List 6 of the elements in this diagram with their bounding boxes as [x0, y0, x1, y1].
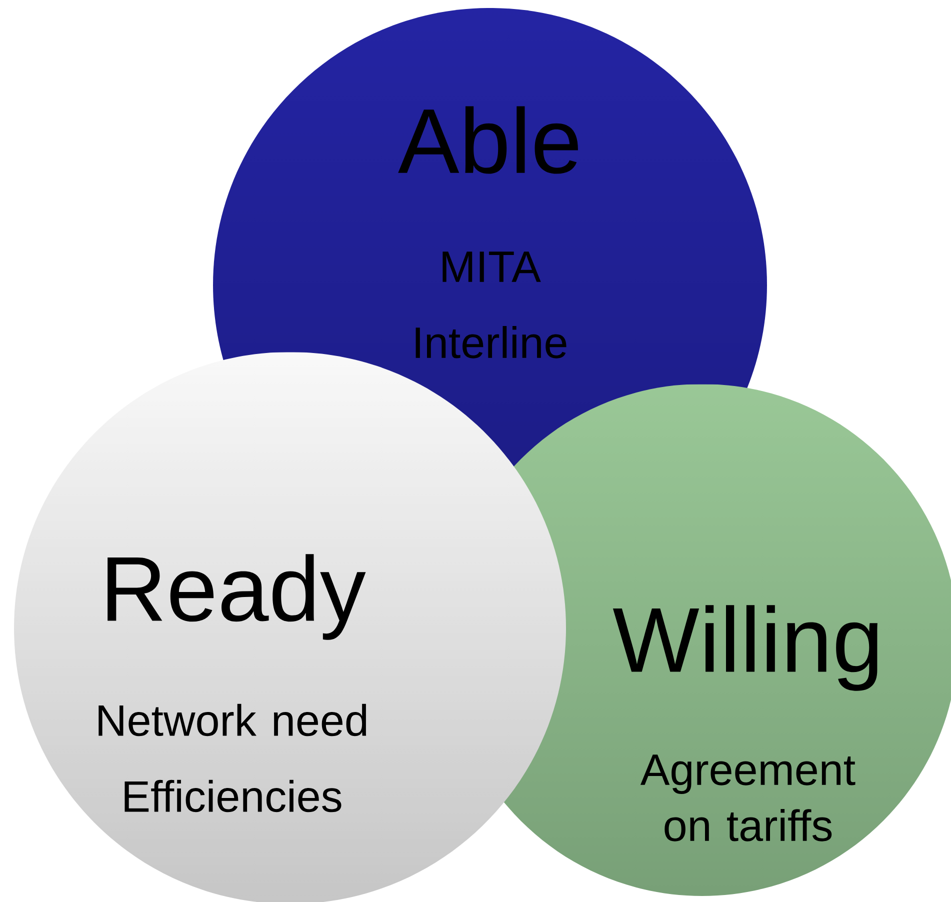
heading: Ready: [108, 554, 366, 640]
heading: Willing: [612, 605, 878, 691]
body-text: Network need Efficiencies: [98, 704, 366, 812]
body-text: MITA Interline: [416, 252, 566, 358]
heading: Able: [398, 106, 578, 174]
body-text: Agreement on tariffs: [640, 754, 856, 842]
